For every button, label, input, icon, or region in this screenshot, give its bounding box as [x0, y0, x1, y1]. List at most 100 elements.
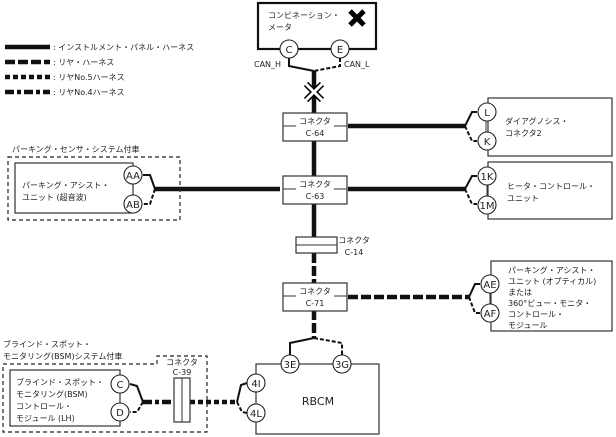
connector-label: コネクタ — [299, 117, 331, 126]
pin-label: 3G — [335, 360, 349, 371]
pin-label: E — [337, 45, 343, 56]
connector-box — [282, 175, 348, 205]
parking-assist-optical-label-2: ユニット (オプティカル) — [508, 277, 596, 286]
pin-label: AB — [126, 200, 140, 211]
heater-control-unit: 1K 1M ヒータ・コントロール・ ユニット — [477, 161, 613, 220]
bsm-module-label-3: コントロール・ — [16, 402, 72, 411]
pin-label: L — [484, 108, 490, 119]
pin-d-bsm — [110, 402, 130, 422]
pin-af — [480, 303, 500, 323]
heater-control-label-2: ユニット — [507, 194, 539, 203]
pin-label: 4L — [250, 409, 262, 420]
connector-c14: コネクタ C-14 — [295, 236, 370, 257]
connector-label: コネクタ — [299, 180, 331, 189]
parking-assist-optical-unit: AE AF パーキング・アシスト・ ユニット (オプティカル) または 360°… — [480, 260, 613, 332]
pin-3g — [332, 354, 352, 374]
connector-label: コネクタ — [166, 358, 198, 367]
rbcm-title: RBCM — [302, 395, 334, 408]
connector-code: C-71 — [306, 299, 325, 308]
can-l-label: CAN_L — [344, 60, 370, 69]
connector-c64: コネクタ C-64 — [282, 112, 348, 142]
bsm-control-module-box — [9, 369, 121, 427]
pin-k — [477, 131, 497, 151]
legend-label-instrument-panel: : インストルメント・パネル・ハーネス — [53, 43, 194, 52]
parking-sensor-group-frame — [7, 156, 181, 221]
pin-label: 4I — [251, 379, 260, 390]
pin-label: AF — [484, 309, 497, 320]
connector-code: C-64 — [306, 129, 325, 138]
can-l-wire — [313, 58, 341, 72]
pin-l — [477, 102, 497, 122]
pin-label: D — [116, 408, 124, 419]
parking-assist-optical-box — [490, 260, 613, 332]
bsm-system: ブラインド・スポット・ モニタリング(BSM)システム付車 C D ブラインド・… — [2, 339, 208, 433]
combination-meter-title-1: コンビネーション・ — [268, 11, 340, 20]
diagnosis-connector-label-1: ダイアグノシス・ — [505, 116, 568, 126]
legend-label-rear-no4: : リヤNo.4ハーネス — [53, 88, 125, 97]
wire-diag-l — [464, 111, 477, 127]
parking-assist-optical-label-6: モジュール — [508, 321, 547, 330]
pin-4l — [246, 403, 266, 423]
connector-code: C-14 — [345, 248, 364, 257]
wire-parking-ae — [468, 283, 480, 298]
bsm-module-label-2: モニタリング(BSM) — [16, 389, 88, 399]
pin-ab — [123, 194, 143, 214]
pin-label: 1K — [481, 172, 494, 183]
pin-label: K — [484, 137, 491, 148]
connector-code: C-39 — [173, 368, 192, 377]
parking-assist-optical-label-1: パーキング・アシスト・ — [508, 265, 595, 275]
legend-label-rear: : リヤ・ハーネス — [53, 58, 114, 67]
heater-control-box — [487, 161, 613, 220]
pin-4i — [246, 373, 266, 393]
connector-c71: コネクタ C-71 — [282, 282, 348, 312]
parking-assist-optical-label-3: または — [508, 288, 532, 297]
wire-rbcm-4l — [236, 401, 248, 414]
rbcm-3e-wire — [289, 337, 315, 357]
break-marker-x-mark-icon — [303, 81, 325, 103]
rbcm: RBCM 3E 3G 4I 4L — [246, 354, 380, 435]
x-mark-icon — [348, 9, 366, 27]
parking-assist-optical-label-5: コントロール・ — [508, 310, 564, 319]
rbcm-3g-wire — [313, 337, 343, 357]
bsm-group-label-2: モニタリング(BSM)システム付車 — [3, 351, 122, 361]
diagnosis-connector-box — [487, 97, 613, 157]
connector-c63: コネクタ C-63 — [282, 175, 348, 205]
connector-box — [282, 282, 348, 312]
pin-label: C — [286, 45, 293, 56]
pin-label: 3E — [284, 360, 297, 371]
pin-label: 1M — [480, 201, 495, 212]
legend: : インストルメント・パネル・ハーネス : リヤ・ハーネス : リヤNo.5ハー… — [5, 43, 194, 97]
wire-bsm-c — [129, 383, 144, 403]
wire-diag-k — [464, 125, 477, 142]
bsm-group-frame — [2, 355, 208, 433]
parking-assist-optical-label-4: 360°ビュー・モニタ・ — [508, 299, 591, 308]
wire-rbcm-4i — [236, 382, 248, 403]
bsm-module-label-1: ブラインド・スポット・ — [16, 377, 104, 387]
pin-3e — [280, 354, 300, 374]
pin-label: C — [117, 380, 124, 391]
diagnosis-connector-label-2: コネクタ2 — [505, 129, 542, 138]
combination-meter-box — [256, 1, 378, 51]
parking-assist-ultrasonic-label-2: ユニット (超音波) — [22, 192, 87, 202]
bsm-module-label-4: モジュール (LH) — [16, 414, 75, 423]
rbcm-box — [255, 363, 380, 435]
connector-label: コネクタ — [338, 236, 370, 245]
connector-c39: コネクタ C-39 — [166, 358, 198, 423]
connector-label: コネクタ — [299, 287, 331, 296]
can-h-wire — [288, 58, 315, 72]
wire-parking-ab — [143, 188, 156, 205]
heater-control-label-1: ヒータ・コントロール・ — [507, 182, 595, 191]
wire-parking-af — [468, 296, 480, 314]
wire-bsm-d — [130, 401, 144, 413]
wire-heater-1m — [464, 188, 477, 205]
pin-aa — [123, 165, 143, 185]
bsm-group-label-1: ブラインド・スポット・ — [3, 339, 91, 349]
pin-label: AA — [126, 171, 140, 182]
combination-meter: コンビネーション・ メータ C E CAN_H CAN_L — [254, 1, 378, 69]
parking-assist-ultrasonic-box — [14, 162, 134, 214]
connector-code: C-63 — [306, 192, 325, 201]
diagnosis-connector: L K ダイアグノシス・ コネクタ2 — [477, 97, 613, 157]
parking-sensor-system: パーキング・センサ・システム付車 AA AB パーキング・アシスト・ ユニット … — [7, 144, 181, 221]
wire-heater-1k — [464, 175, 477, 190]
